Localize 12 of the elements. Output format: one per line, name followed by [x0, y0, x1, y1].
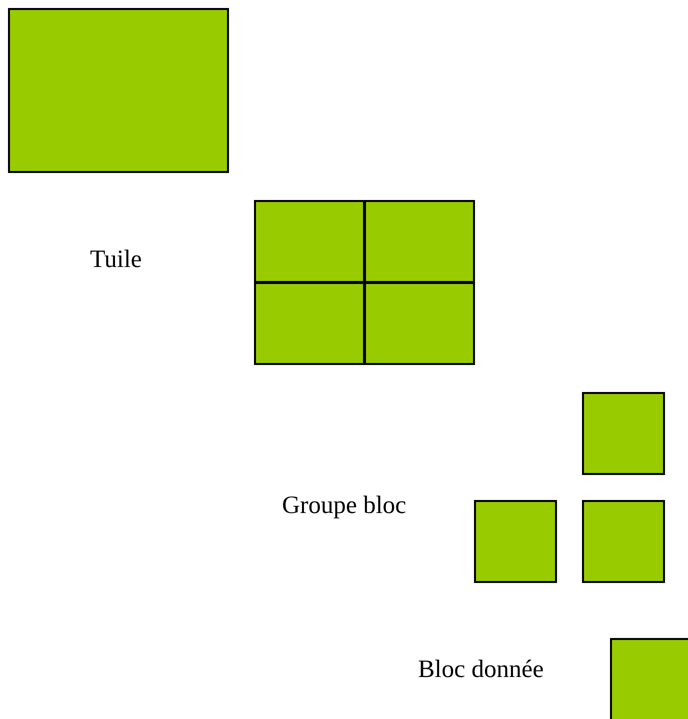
block-rectangle: [610, 638, 688, 719]
block-rectangle: [254, 282, 365, 365]
label-text: Groupe bloc: [282, 491, 406, 521]
block-rectangle: [582, 500, 665, 583]
label-text: Bloc donnée: [418, 655, 544, 685]
label-text: Tuile: [90, 245, 142, 275]
block-rectangle: [474, 500, 557, 583]
block-rectangle: [364, 282, 475, 365]
block-rectangle: [582, 392, 665, 475]
block-rectangle: [364, 200, 475, 283]
block-rectangle: [8, 8, 229, 173]
block-rectangle: [254, 200, 365, 283]
